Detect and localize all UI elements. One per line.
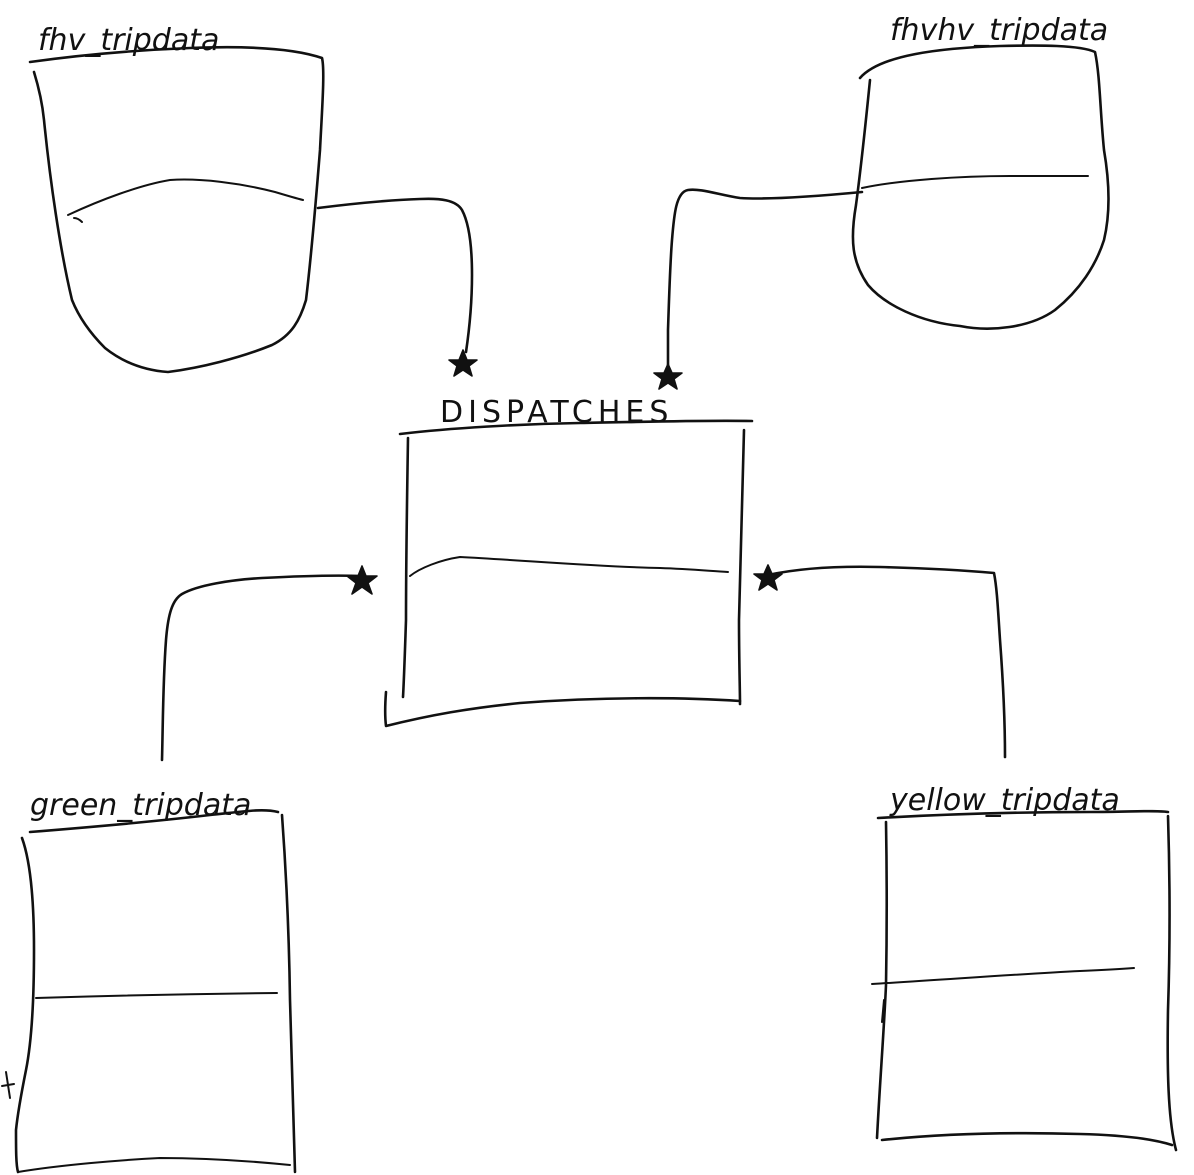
entity-top-edge-green-tripdata — [28, 809, 280, 834]
entity-top-edge-yellow-tripdata — [876, 809, 1170, 820]
cardinality-many-icon — [448, 349, 478, 377]
entity-divider-fhv-tripdata — [67, 178, 304, 216]
cardinality-many-icon — [753, 564, 783, 591]
entity-label-green-tripdata: green_tripdata — [30, 788, 251, 823]
entity-fhvhv-tripdata[interactable]: fhvhv_tripdata — [851, 13, 1110, 330]
relationship-fhvhv-to-dispatches[interactable] — [653, 188, 864, 390]
entity-right-edge-yellow-tripdata — [1166, 814, 1178, 1152]
entity-divider-yellow-tripdata — [871, 967, 1135, 985]
cardinality-many-icon — [346, 565, 378, 595]
entity-outline-fhv-tripdata — [28, 45, 325, 374]
entity-right-edge-green-tripdata — [280, 813, 297, 1174]
connector-line — [666, 188, 864, 370]
entity-label-fhvhv-tripdata: fhvhv_tripdata — [890, 13, 1108, 48]
entity-yellow-tripdata[interactable]: yellow_tripdata — [871, 783, 1178, 1152]
entity-edge-mark-green-tripdata — [1, 1071, 15, 1099]
entity-fhv-tripdata[interactable]: fhv_tripdata — [28, 23, 325, 374]
connector-line — [316, 197, 474, 354]
entity-dispatches[interactable]: DISPATCHES — [383, 395, 754, 728]
entity-divider-tick-yellow-tripdata — [881, 999, 885, 1023]
entity-right-edge-dispatches — [737, 428, 746, 706]
entity-left-edge-dispatches — [401, 436, 410, 699]
entity-divider-fhvhv-tripdata — [861, 174, 1089, 189]
connector-line — [766, 565, 1007, 759]
entity-bottom-edge-yellow-tripdata — [880, 1131, 1174, 1147]
cardinality-many-icon — [653, 363, 683, 390]
relationship-yellow-to-dispatches[interactable] — [753, 564, 1007, 759]
entity-outline-fhvhv-tripdata — [851, 44, 1110, 330]
entity-left-edge-green-tripdata — [14, 836, 36, 1174]
entity-top-edge-dispatches — [398, 419, 754, 436]
relationship-green-to-dispatches[interactable] — [160, 565, 378, 762]
relationship-fhv-to-dispatches[interactable] — [316, 197, 478, 377]
entity-bottom-edge-dispatches — [383, 690, 742, 728]
entity-left-edge-yellow-tripdata — [875, 820, 889, 1140]
entity-bottom-edge-green-tripdata — [17, 1157, 291, 1173]
entity-green-tripdata[interactable]: green_tripdata — [1, 788, 297, 1174]
entity-divider-green-tripdata — [35, 992, 278, 999]
entity-divider-tick-fhv-tripdata — [73, 217, 83, 223]
connector-line — [160, 574, 364, 762]
entity-divider-dispatches — [409, 556, 729, 577]
